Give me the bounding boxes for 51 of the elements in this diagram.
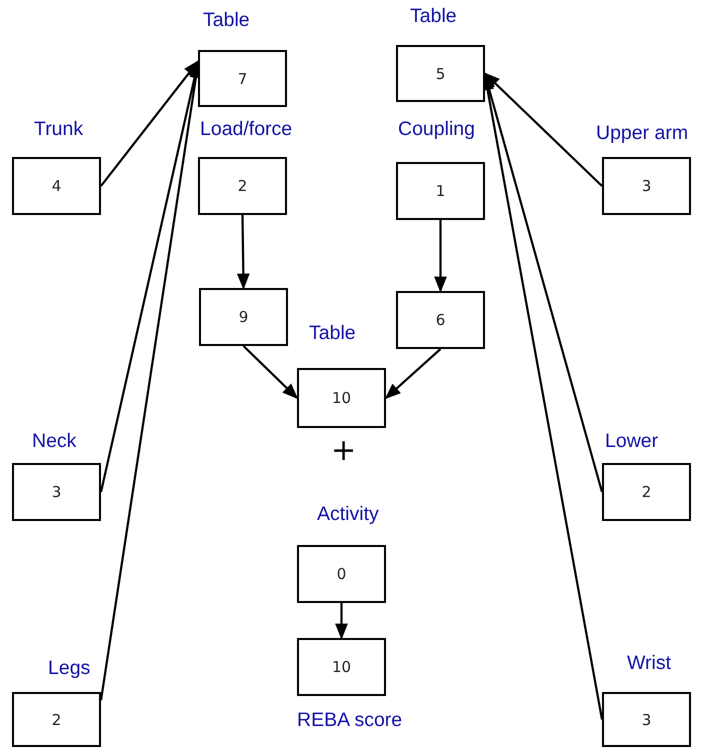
score-box [199, 288, 288, 346]
score-value: 2 [238, 177, 248, 195]
score-box [297, 545, 386, 603]
plus-sign: + [331, 436, 356, 466]
score-box [396, 45, 485, 102]
box-heading: Upper arm [596, 124, 688, 144]
score-value: 7 [238, 70, 248, 88]
score-value: 5 [436, 64, 446, 82]
box-heading: Table [203, 11, 250, 30]
box-heading: Neck [32, 432, 76, 452]
score-value: 3 [642, 177, 652, 195]
arrow [100, 60, 199, 187]
box-heading: Lower [605, 432, 658, 452]
score-box [198, 50, 287, 107]
score-value: 9 [238, 308, 248, 326]
score-value: 6 [436, 311, 446, 329]
score-value: 4 [52, 177, 62, 195]
score-value: 0 [336, 565, 346, 583]
score-box [12, 157, 101, 215]
score-box [297, 368, 386, 428]
arrow [384, 348, 442, 400]
box-heading: Table [410, 7, 457, 26]
score-box [602, 157, 691, 215]
score-value: 10 [332, 389, 352, 407]
score-value: 3 [52, 483, 62, 501]
score-box [396, 162, 485, 220]
score-box [12, 692, 101, 747]
box-heading: Legs [48, 659, 90, 678]
arrow [242, 345, 298, 400]
box-heading: Trunk [34, 120, 84, 140]
box-heading: Table [309, 324, 356, 344]
score-box [198, 157, 287, 215]
score-value: 2 [642, 483, 652, 501]
box-heading: Wrist [627, 654, 672, 674]
score-box [12, 463, 101, 521]
arrow [236, 214, 250, 290]
score-value: 3 [642, 710, 652, 728]
score-box [602, 463, 691, 521]
score-value: 10 [332, 658, 352, 676]
box-heading: Activity [317, 505, 379, 524]
score-value: 1 [436, 182, 446, 200]
score-box [396, 291, 485, 349]
box-heading: Coupling [398, 120, 475, 140]
box-heading: Load/force [200, 120, 292, 140]
score-value: 2 [52, 710, 62, 728]
arrow [484, 72, 603, 187]
score-box [602, 692, 691, 747]
score-box [297, 638, 386, 696]
arrow [434, 220, 447, 293]
arrow [335, 603, 348, 640]
box-heading: REBA score [297, 711, 402, 730]
